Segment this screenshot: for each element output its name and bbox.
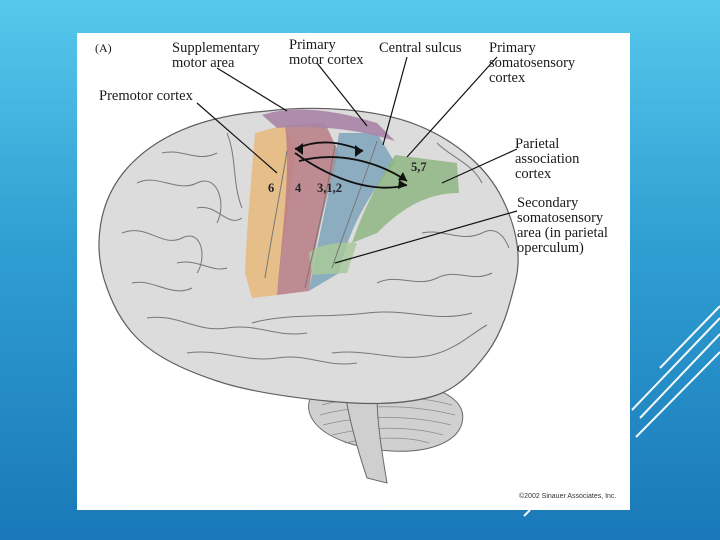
premotor-band <box>245 125 295 298</box>
deco-line <box>659 305 720 369</box>
label-primary-motor-cortex: Primary motor cortex <box>289 37 364 68</box>
brain-illustration <box>98 56 519 484</box>
parietal-band <box>352 155 459 243</box>
arrowheads <box>295 143 407 189</box>
brainstem <box>344 392 388 484</box>
deco-line <box>635 351 720 438</box>
area-number-6: 6 <box>268 181 275 195</box>
motor-band <box>277 123 339 295</box>
area-number-4: 4 <box>295 181 302 195</box>
deco-line <box>639 333 720 419</box>
label-supplementary-motor-area: Supplementary motor area <box>172 40 260 71</box>
label-parietal-association-cortex: Parietal association cortex <box>515 136 580 182</box>
label-secondary-somatosensory-area: Secondary somatosensory area (in parieta… <box>517 195 608 256</box>
secondary-somatosensory-patch <box>309 242 357 275</box>
label-central-sulcus: Central sulcus <box>379 40 462 56</box>
sulci <box>121 132 510 365</box>
area-number-3-1-2: 3,1,2 <box>317 181 342 195</box>
deco-line <box>523 509 531 517</box>
leader-lines <box>196 56 518 264</box>
label-premotor-cortex: Premotor cortex <box>99 88 193 104</box>
cerebellum-folia <box>319 396 456 444</box>
panel-label: (A) <box>95 41 112 55</box>
label-primary-somatosensory-cortex: Primary somatosensory cortex <box>489 40 576 86</box>
brain-figure: (A) Supplementary motor area Primary mot… <box>77 33 630 510</box>
deco-line <box>631 317 720 411</box>
copyright-notice: ©2002 Sinauer Associates, Inc. <box>519 493 617 500</box>
supplementary-strip <box>262 109 395 141</box>
area-number-5-7: 5,7 <box>411 160 427 174</box>
